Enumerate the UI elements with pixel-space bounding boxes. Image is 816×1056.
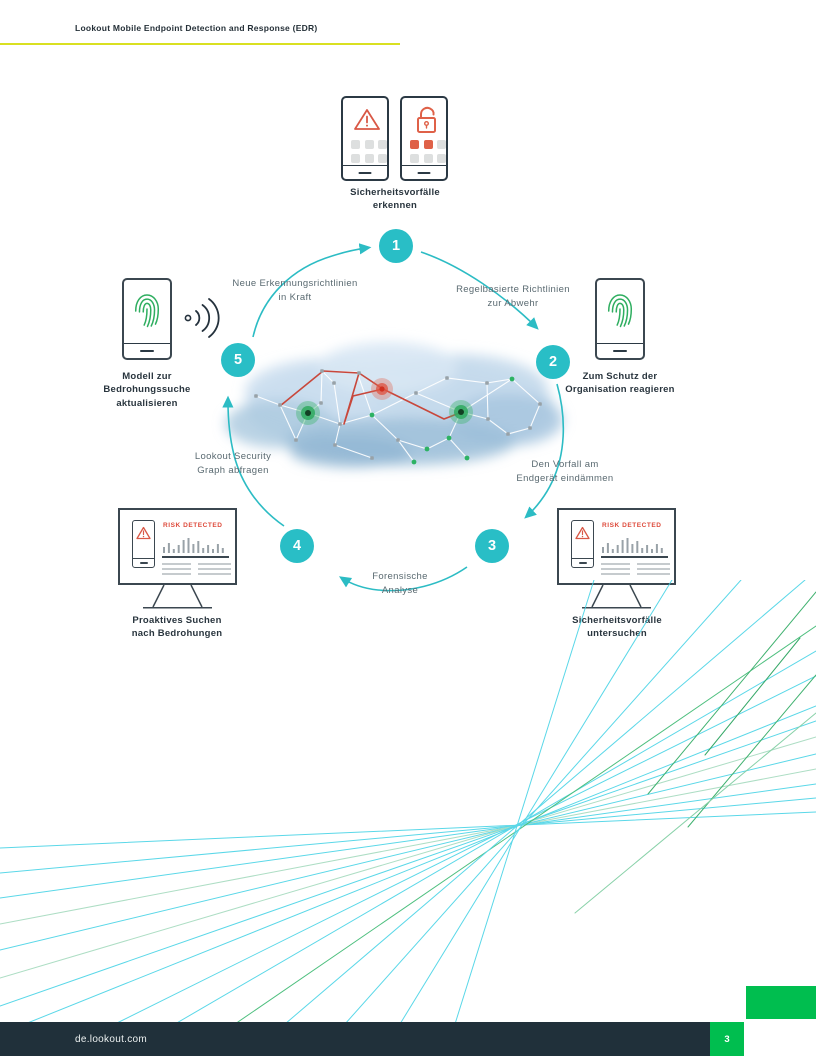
monitor-stand [143,585,212,609]
hunt-label: Proaktives Suchen nach Bedrohungen [131,615,223,640]
screen-text-lines [601,563,630,578]
signal-waves-icon [184,298,220,338]
mini-phone [132,520,155,568]
header-divider [0,43,400,45]
fingerprint-icon [134,294,160,328]
risk-detected-label: RISK DETECTED [602,522,662,529]
investigate-label: Sicherheitsvorfälle untersuchen [572,615,662,640]
step-circle-1: 1 [379,229,413,263]
risk-detected-label: RISK DETECTED [163,522,223,529]
risk-chart [602,538,663,553]
footer-url[interactable]: de.lookout.com [75,1033,148,1045]
phone-respond-device [595,278,645,360]
graph-nodes-gray [254,369,542,460]
screen-text-lines [162,563,191,578]
transition-label-new-policies: Neue Erkennungsrichtlinien in Kraft [232,278,358,303]
app-grid [351,140,387,163]
security-graph-cloud [184,243,565,592]
detect-label: Sicherheitsvorfälle erkennen [350,187,440,212]
phone-model-device [122,278,172,360]
app-grid [410,140,446,163]
warning-triangle-icon [354,109,380,130]
threat-node-red [371,378,393,400]
monitor-hunt-device: RISK DETECTED [118,508,237,585]
cycle-arrows [222,243,565,592]
secure-node-right [449,400,473,424]
risk-chart [163,538,224,553]
fingerprint-icon [607,294,633,328]
phone-alert-device [341,96,389,181]
phone-breach-device [400,96,448,181]
secure-node-left [296,401,320,425]
warning-triangle-icon [136,526,151,540]
step-circle-2: 2 [536,345,570,379]
respond-label: Zum Schutz der Organisation reagieren [565,371,675,396]
warning-triangle-icon [575,526,590,540]
page-number-badge: 3 [710,1022,744,1056]
green-accent-block [746,986,816,1019]
transition-label-forensics: Forensische Analyse [372,571,428,596]
screen-text-lines [637,563,670,578]
transition-label-rule-policies: Regelbasierte Richtlinien zur Abwehr [456,284,570,309]
step-circle-3: 3 [475,529,509,563]
decorative-lines [0,580,816,1024]
step-circle-4: 4 [280,529,314,563]
cloud-shape [225,342,563,468]
model-label: Modell zur Bedrohungssuche aktualisieren [103,371,191,409]
graph-nodes-green [369,376,515,465]
monitor-investigate-device: RISK DETECTED [557,508,676,585]
incident-path [279,370,463,425]
monitor-stand [582,585,651,609]
mini-phone [571,520,594,568]
footer-bar: de.lookout.com [0,1022,710,1056]
transition-label-contain: Den Vorfall am Endgerät eindämmen [516,459,614,484]
open-lock-icon [417,106,436,133]
transition-label-query-graph: Lookout Security Graph abfragen [194,451,272,476]
screen-text-lines [198,563,231,578]
step-circle-5: 5 [221,343,255,377]
page-title: Lookout Mobile Endpoint Detection and Re… [75,23,318,33]
